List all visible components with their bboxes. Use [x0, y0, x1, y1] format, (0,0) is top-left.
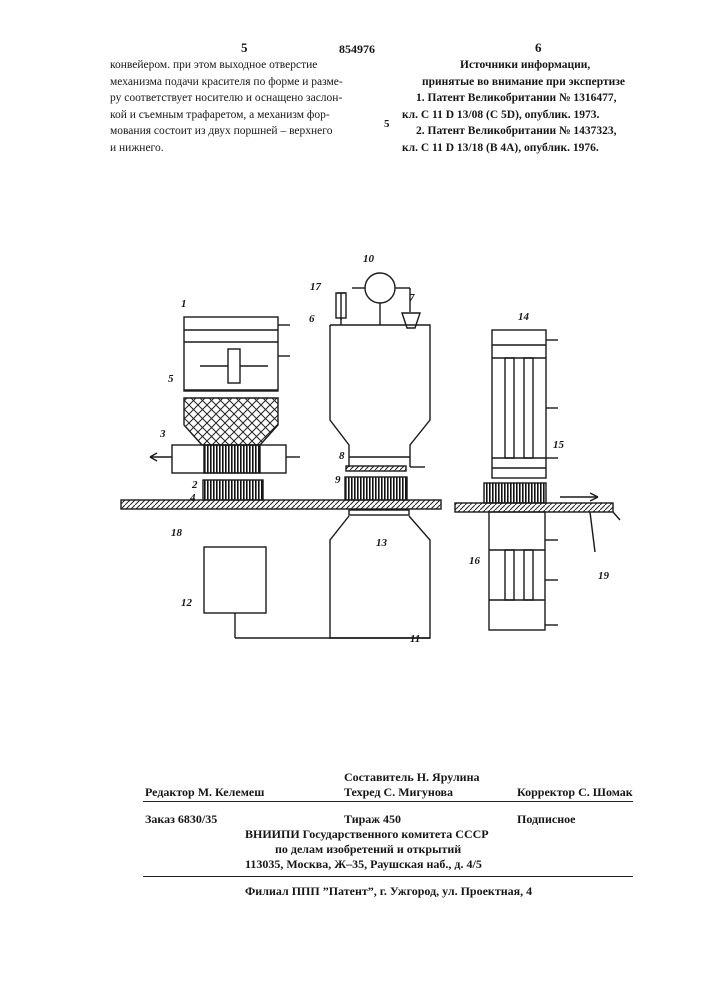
figure-label: 2: [191, 479, 198, 491]
carrier-left: [203, 480, 263, 500]
figure-label: 8: [339, 450, 345, 462]
lower-press: [489, 512, 545, 630]
publisher-line-3: 113035, Москва, Ж–35, Раушская наб., д. …: [245, 857, 482, 872]
carrier-right: [484, 483, 546, 503]
figure-label: 4: [189, 492, 196, 504]
corrector: Корректор С. Шомак: [517, 785, 633, 800]
lower-ram-housing: [330, 516, 430, 638]
dye-hopper-mesh: [184, 398, 278, 445]
figure-label: 15: [553, 439, 565, 451]
footer-rule-top: [143, 801, 633, 802]
upper-press: [492, 330, 546, 478]
footer-rule-bottom: [143, 876, 633, 877]
pump-gauge: [365, 273, 395, 303]
subscription: Подписное: [517, 812, 575, 827]
techred: Техред С. Мигунова: [344, 785, 453, 800]
figure-label: 7: [409, 292, 415, 304]
figure-label: 5: [168, 373, 174, 385]
figure-label: 1: [181, 298, 187, 310]
apparatus-figure: 1 2 3 4 5 6 7 8 9 10 11 12 13 14 15 16 1…: [0, 0, 707, 700]
conveyor-belt-left: [121, 500, 441, 509]
figure-label: 19: [598, 570, 610, 582]
figure-label: 11: [410, 633, 420, 645]
figure-label: 17: [310, 281, 322, 293]
forming-vessel: [330, 325, 430, 467]
figure-label: 3: [159, 428, 166, 440]
figure-label: 6: [309, 313, 315, 325]
figure-label: 10: [363, 253, 375, 265]
figure-label: 18: [171, 527, 183, 539]
carrier-center: [345, 477, 407, 500]
compiler: Составитель Н. Ярулина: [344, 770, 480, 785]
publisher-line-1: ВНИИПИ Государственного комитета СССР: [245, 827, 489, 842]
figure-label: 12: [181, 597, 193, 609]
editor: Редактор М. Келемеш: [145, 785, 264, 800]
control-box: [204, 547, 266, 613]
order-number: Заказ 6830/35: [145, 812, 217, 827]
figure-label: 9: [335, 474, 341, 486]
branch-line: Филиал ППП ”Патент”, г. Ужгород, ул. Про…: [245, 884, 532, 899]
circulation: Тираж 450: [344, 812, 401, 827]
feeder-grid: [204, 445, 260, 473]
funnel-valve: [402, 313, 420, 328]
conveyor-belt-right: [455, 503, 613, 512]
figure-label: 13: [376, 537, 388, 549]
dye-hopper-casing: [184, 317, 278, 391]
publisher-line-2: по делам изобретений и открытий: [275, 842, 461, 857]
figure-label: 14: [518, 311, 530, 323]
figure-label: 16: [469, 555, 481, 567]
stencil-plate: [346, 466, 406, 471]
